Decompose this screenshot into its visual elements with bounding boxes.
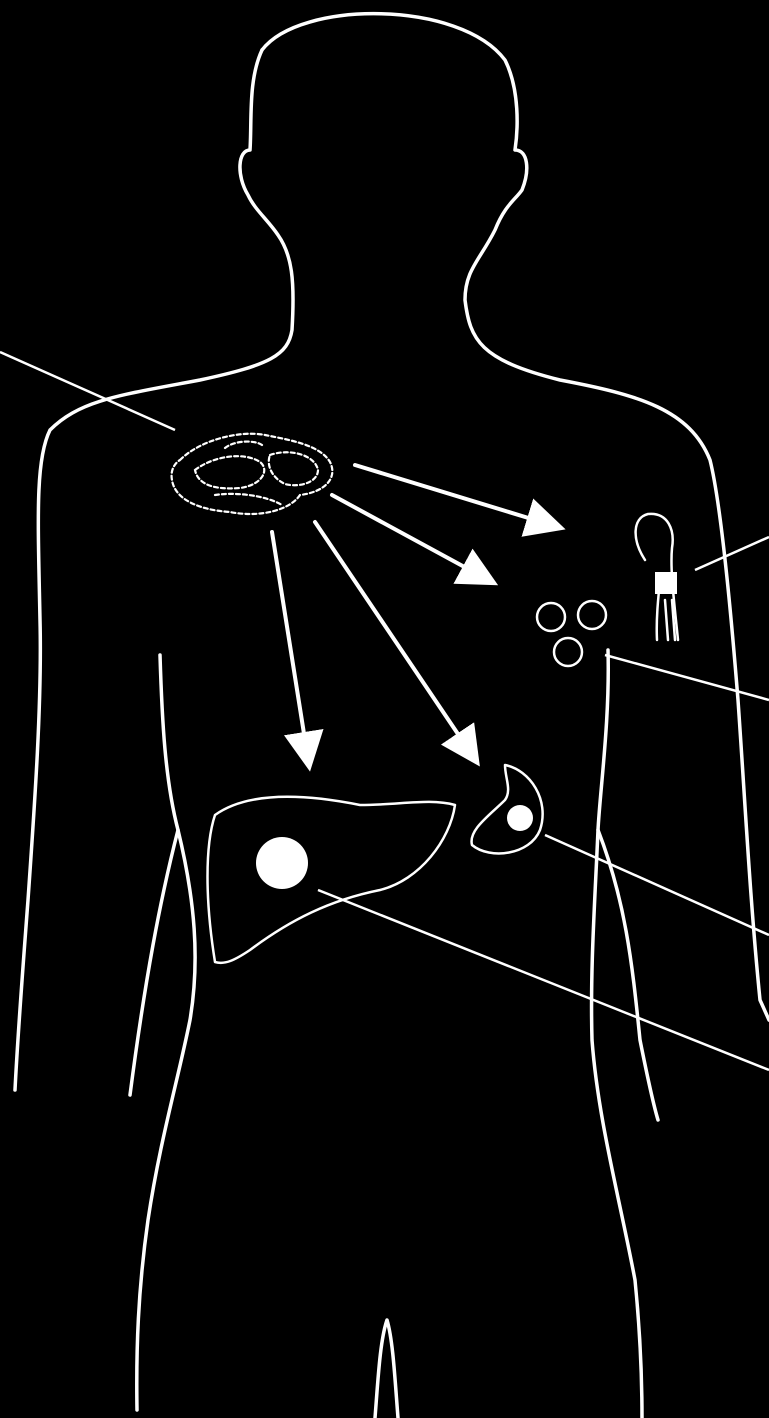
adrenal-gland [472,765,543,853]
lung-tumor-origin [172,434,333,514]
liver [208,797,456,963]
leader-bone [695,537,769,570]
head-outline [262,14,769,1020]
right-arm-inner [598,830,658,1120]
right-torso-line [592,650,642,1418]
leader-liver [318,890,769,1070]
lymph-nodes [537,601,606,666]
arrows-metastasis-spread [272,465,535,740]
leader-adrenal [545,835,769,935]
left-arm-inner [137,655,195,1410]
label-leader-lines [0,352,769,1070]
arrow-to-liver [272,532,305,740]
crotch-line [375,1320,398,1418]
left-forearm-line [130,830,178,1095]
arrow-to-lymph-nodes [332,495,470,570]
leader-lymph-nodes [605,655,769,700]
body-outline [15,14,769,1418]
bone-femur-head [636,514,678,640]
arrow-to-bone [355,465,535,520]
